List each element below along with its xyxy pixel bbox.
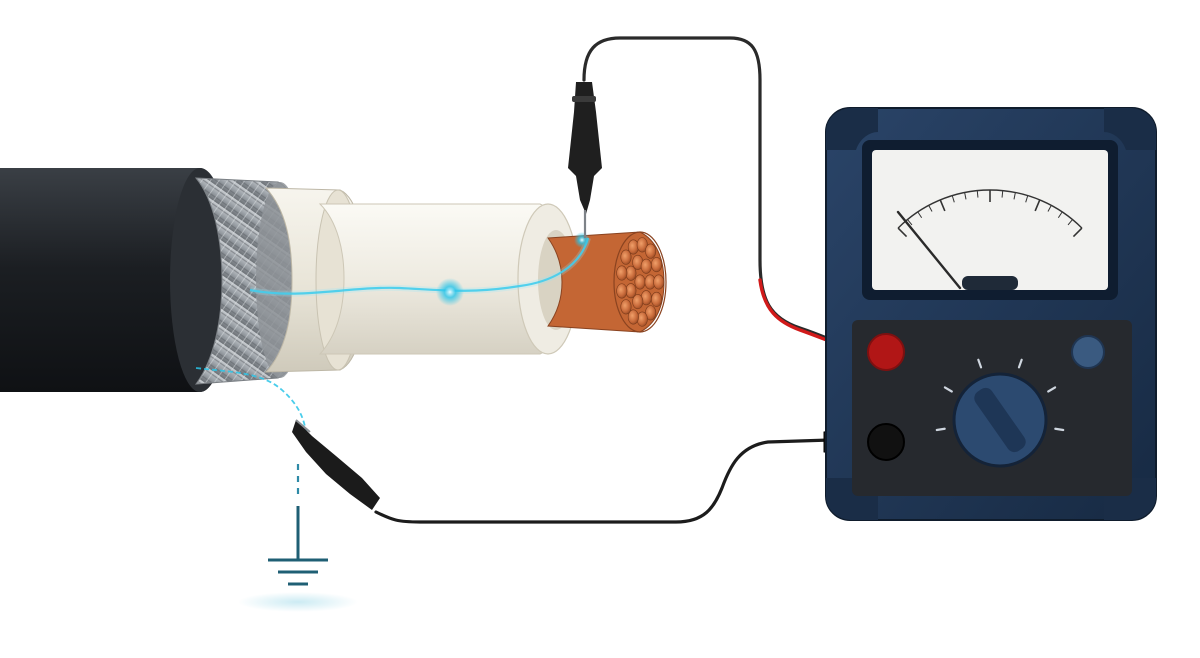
bumper-top-right — [1104, 108, 1156, 150]
knob-grip — [974, 387, 1026, 453]
copper-strand — [627, 309, 639, 325]
scale-tick — [939, 199, 946, 212]
selector-tick — [1017, 358, 1023, 369]
bumper-top-left — [826, 108, 878, 150]
test-button[interactable] — [1071, 335, 1105, 369]
selector-tick — [1047, 386, 1057, 393]
probe-tip-icon[interactable] — [568, 82, 602, 214]
scale-tick — [1001, 190, 1004, 198]
scale-tick — [1057, 211, 1063, 219]
copper-strand — [620, 249, 632, 265]
copper-strand — [645, 305, 657, 321]
copper-strand — [616, 283, 628, 299]
copper-strand — [634, 274, 646, 290]
ground-shadow — [238, 592, 358, 612]
bumper-bottom-right — [1104, 478, 1156, 520]
scale-tick — [1067, 219, 1073, 226]
bumper-bottom-left — [826, 478, 878, 520]
scale-tick — [1047, 205, 1052, 212]
scale-tick — [1034, 199, 1041, 212]
copper-strand — [653, 274, 665, 290]
positive-jack[interactable] — [867, 333, 905, 371]
scale-tick — [951, 195, 955, 203]
black-lead-wire — [374, 438, 832, 524]
scale-tick — [964, 192, 967, 200]
copper-strand — [632, 294, 644, 310]
needle-pivot-cover — [962, 276, 1018, 290]
selector-tick — [977, 358, 983, 369]
copper-strand — [651, 291, 663, 307]
selector-tick — [935, 427, 946, 432]
copper-strand — [620, 299, 632, 315]
scale-tick — [1072, 227, 1083, 238]
selector-tick — [1054, 427, 1065, 432]
copper-strand — [645, 243, 657, 259]
copper-strand — [651, 257, 663, 273]
coaxial-cable — [0, 168, 667, 433]
meter-scale — [897, 189, 1083, 238]
negative-jack[interactable] — [867, 423, 905, 461]
clip-tip — [295, 419, 311, 433]
scale-tick — [917, 211, 923, 219]
scale-tick — [928, 205, 933, 212]
analog-insulation-tester — [825, 107, 1157, 521]
scale-tick — [976, 190, 979, 198]
leakage-path — [195, 367, 307, 433]
meter-face — [872, 150, 1108, 290]
probe-clip-icon[interactable] — [292, 420, 380, 510]
scale-tick — [1013, 192, 1016, 200]
copper-core-face — [613, 231, 667, 333]
ground-symbol-icon — [238, 464, 358, 612]
meter-needle — [896, 210, 962, 290]
selector-tick — [943, 386, 953, 393]
cable-outer-jacket — [0, 168, 232, 392]
scale-tick — [907, 219, 913, 226]
copper-strand — [636, 237, 648, 253]
scale-tick — [897, 227, 908, 238]
copper-core-strands — [616, 237, 665, 327]
jacket-cut-edge — [170, 168, 230, 392]
conduction-hotspot — [436, 278, 464, 306]
copper-strand — [616, 265, 628, 281]
negative-test-lead[interactable] — [292, 419, 911, 524]
scale-tick — [1025, 195, 1029, 203]
range-selector-ticks — [935, 358, 1065, 432]
copper-strand — [640, 258, 652, 274]
probe-contact-glow — [574, 232, 590, 248]
probe-grip-ring — [572, 96, 596, 102]
red-lead-wire — [582, 36, 864, 352]
